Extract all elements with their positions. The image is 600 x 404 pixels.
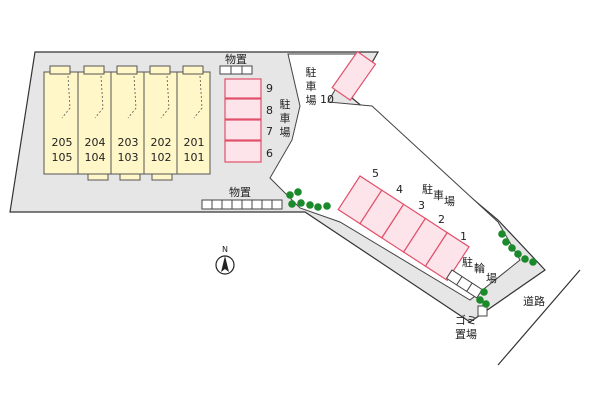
- space-6: 6: [266, 147, 273, 160]
- tree-icon: [480, 288, 488, 296]
- space-4: 4: [396, 183, 403, 196]
- tree-icon: [482, 300, 490, 308]
- unit-104: 104: [85, 151, 106, 164]
- north-arrow-icon: N: [215, 245, 235, 275]
- road-label: 道路: [523, 294, 545, 308]
- space-9: 9: [266, 82, 273, 95]
- parking-b-char-1: 駐: [306, 65, 317, 79]
- storage-bottom-label: 物置: [229, 185, 251, 199]
- tree-icon: [508, 244, 516, 252]
- parking-top: 駐 車 場 10: [306, 50, 377, 107]
- space-10: 10: [320, 93, 334, 106]
- space-5: 5: [372, 167, 379, 180]
- tree-icon: [498, 230, 506, 238]
- tree-icon: [294, 188, 302, 196]
- unit-202: 202: [151, 136, 172, 149]
- parking-diagonal: 5 4 3 2 1 駐 車 場: [337, 167, 470, 282]
- tree-group: [286, 188, 537, 308]
- parking-a-char-1: 駐: [280, 97, 291, 111]
- tree-icon: [502, 238, 510, 246]
- tree-icon: [306, 201, 314, 209]
- space-7: 7: [266, 125, 273, 138]
- bicycle-char-3: 場: [486, 272, 497, 285]
- bicycle-parking: 駐 輪 場: [445, 255, 497, 299]
- parking-a-char-3: 場: [280, 126, 291, 139]
- unit-103: 103: [118, 151, 139, 164]
- tree-icon: [288, 200, 296, 208]
- tree-icon: [529, 258, 537, 266]
- unit-102: 102: [151, 151, 172, 164]
- storage-bottom: 物置: [201, 185, 283, 210]
- parking-b-char-3: 場: [306, 94, 317, 107]
- tree-icon: [286, 191, 294, 199]
- garbage-label-2: 置場: [455, 328, 477, 341]
- space-3: 3: [418, 199, 425, 212]
- space-2: 2: [438, 213, 445, 226]
- tree-icon: [514, 250, 522, 258]
- space-1: 1: [460, 230, 467, 243]
- parking-left: 9 8 7 6 駐 車 場: [224, 78, 291, 163]
- road: 道路: [497, 269, 581, 366]
- tree-icon: [297, 199, 305, 207]
- bicycle-char-2: 輪: [474, 261, 485, 275]
- unit-101: 101: [184, 151, 205, 164]
- parking-c-char-2: 車: [433, 188, 444, 202]
- building: 205 204 203 202 201 105 104 103 102 101: [43, 65, 211, 181]
- unit-201: 201: [184, 136, 205, 149]
- north-label: N: [222, 245, 228, 254]
- storage-top-label: 物置: [225, 52, 247, 66]
- tree-icon: [521, 255, 529, 263]
- unit-203: 203: [118, 136, 139, 149]
- garbage-area: ゴミ 置場: [455, 305, 488, 341]
- parking-c-char-3: 場: [444, 195, 455, 208]
- parking-b-char-2: 車: [306, 79, 317, 93]
- parking-a-char-2: 車: [280, 111, 291, 125]
- bicycle-char-1: 駐: [462, 255, 473, 269]
- parking-c-char-1: 駐: [422, 182, 433, 196]
- storage-top: 物置: [219, 52, 253, 75]
- unit-205: 205: [52, 136, 73, 149]
- garbage-label-1: ゴミ: [455, 313, 477, 327]
- tree-icon: [314, 203, 322, 211]
- unit-105: 105: [52, 151, 73, 164]
- unit-204: 204: [85, 136, 106, 149]
- space-8: 8: [266, 104, 273, 117]
- tree-icon: [323, 202, 331, 210]
- tree-icon: [476, 296, 484, 304]
- driveway: [269, 53, 521, 301]
